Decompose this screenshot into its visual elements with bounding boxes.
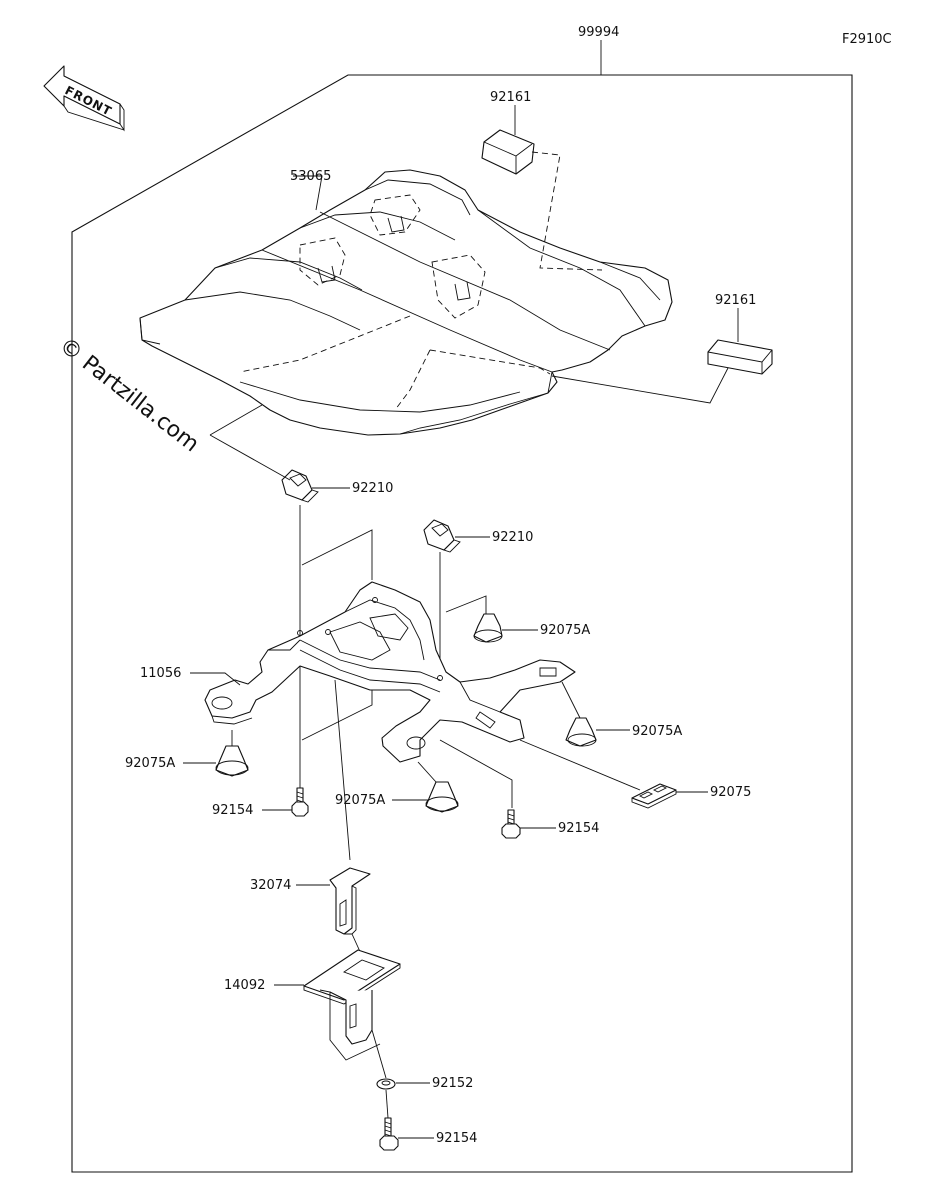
damper-plate: [631, 783, 677, 809]
clip-left: [281, 469, 319, 503]
part-number-damper-2: 92075A: [632, 724, 682, 739]
damper-2: [565, 717, 597, 747]
part-number-washer: 92152: [432, 1076, 473, 1091]
part-number-clip-right: 92210: [492, 530, 533, 545]
part-number-pad-right: 92161: [715, 293, 756, 308]
part-number-damper-4: 92075A: [335, 793, 385, 808]
part-number-bolt-2: 92154: [558, 821, 599, 836]
seat-cover: [139, 169, 673, 436]
pad-upper: [481, 129, 535, 175]
figure-code: F2910C: [842, 32, 892, 47]
part-number-pad-upper: 92161: [490, 90, 531, 105]
part-number-seat-cover: 53065: [290, 169, 331, 184]
part-number-damper-3: 92075A: [125, 756, 175, 771]
pad-right: [707, 339, 773, 375]
part-number-bolt-3: 92154: [436, 1131, 477, 1146]
front-arrow-icon: FRONT: [43, 65, 125, 132]
stay: [329, 867, 371, 935]
part-number-stay: 32074: [250, 878, 291, 893]
part-number-damper-1: 92075A: [540, 623, 590, 638]
assembly-part-number: 99994: [578, 25, 619, 40]
assembly-border: [71, 74, 853, 1173]
damper-3: [215, 745, 249, 777]
part-number-clip-left: 92210: [352, 481, 393, 496]
part-number-damper-plate: 92075: [710, 785, 751, 800]
damper-1: [473, 613, 503, 643]
bolt-2: [501, 809, 521, 839]
holder: [303, 949, 401, 1061]
clip-right: [423, 519, 461, 553]
damper-4: [425, 781, 459, 813]
washer: [376, 1078, 396, 1090]
bolt-1: [291, 787, 309, 817]
bracket: [204, 581, 576, 763]
part-number-holder: 14092: [224, 978, 265, 993]
part-number-bracket: 11056: [140, 666, 181, 681]
bolt-3: [379, 1117, 399, 1151]
part-number-bolt-1: 92154: [212, 803, 253, 818]
